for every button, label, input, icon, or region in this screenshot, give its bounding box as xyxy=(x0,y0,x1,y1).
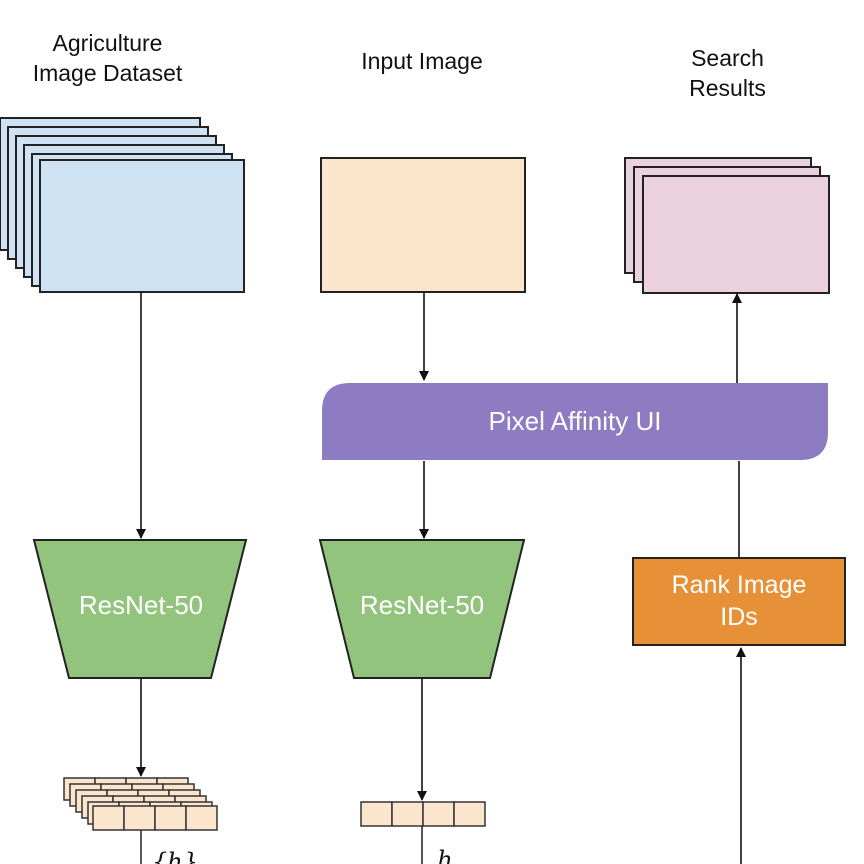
resnet-label-left: ResNet-50 xyxy=(79,590,203,620)
embedding-label: h xyxy=(437,846,452,864)
pixel-affinity-ui-shape xyxy=(322,383,828,460)
resnet-label-mid: ResNet-50 xyxy=(360,590,484,620)
pixel-affinity-ui-label: Pixel Affinity UI xyxy=(488,406,662,436)
result-image-front xyxy=(642,175,830,294)
input-image-title: Input Image xyxy=(361,48,483,74)
search-results-stack xyxy=(624,157,830,294)
embedding-set-label: {h} xyxy=(152,848,198,864)
embedding-set xyxy=(63,777,218,831)
search-results-title: Search Results xyxy=(689,45,766,101)
dataset-image-stack xyxy=(0,117,245,293)
query-embedding xyxy=(360,801,486,827)
rank-image-ids-box xyxy=(632,557,846,646)
embedding-row-front xyxy=(92,805,218,831)
dataset-image-front xyxy=(39,159,245,293)
rank-image-ids-label: Rank Image IDs xyxy=(671,571,807,631)
input-image-box xyxy=(320,157,526,293)
dataset-title: Agriculture Image Dataset xyxy=(32,30,183,86)
resnet-encoder-mid xyxy=(318,539,526,679)
resnet-encoder-left xyxy=(32,539,248,679)
